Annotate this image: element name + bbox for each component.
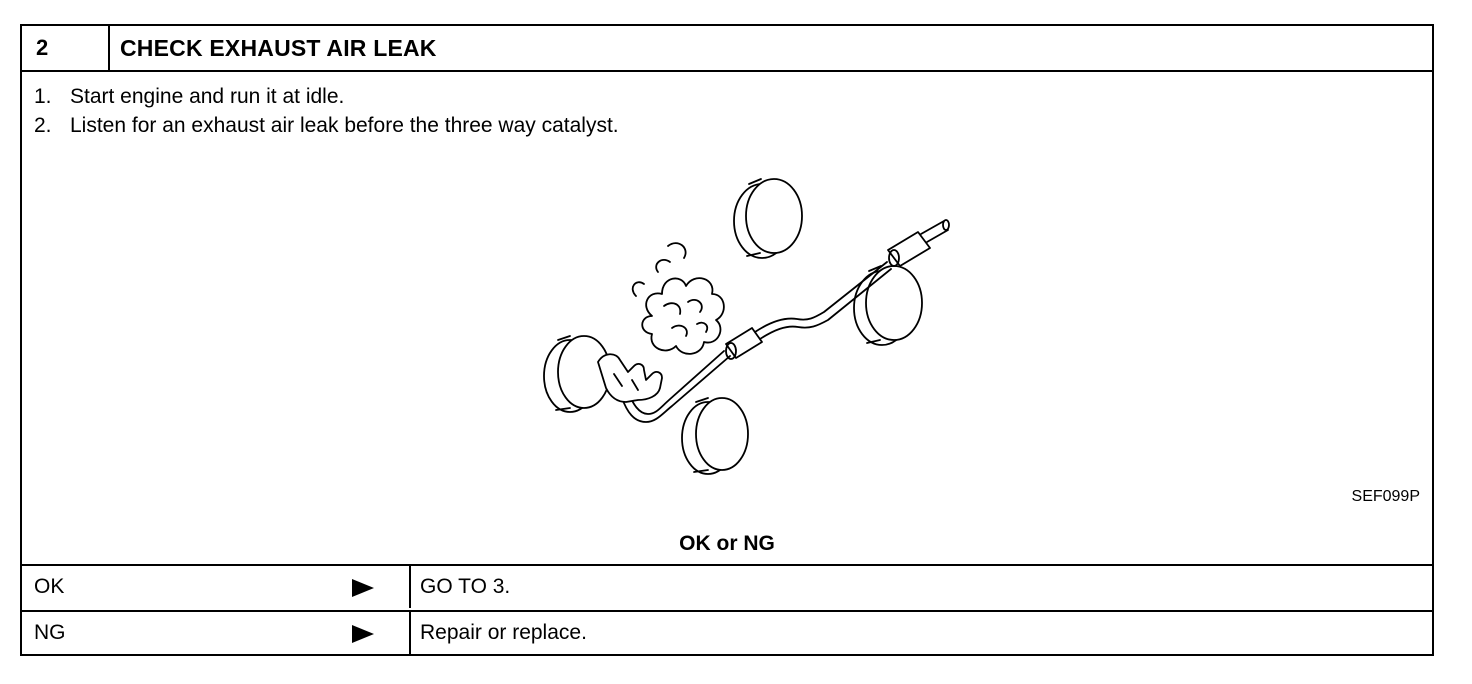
instruction-text: Listen for an exhaust air leak before th… xyxy=(70,114,619,137)
column-divider xyxy=(409,612,411,656)
arrow-right-icon xyxy=(352,625,374,643)
instruction-item: 1. Start engine and run it at idle. xyxy=(34,82,619,111)
figure-code: SEF099P xyxy=(1351,488,1420,505)
instruction-item: 2. Listen for an exhaust air leak before … xyxy=(34,111,619,140)
step-header: 2 CHECK EXHAUST AIR LEAK xyxy=(22,26,1432,72)
column-divider xyxy=(409,566,411,608)
wheel-icon xyxy=(733,178,803,259)
step-title: CHECK EXHAUST AIR LEAK xyxy=(120,35,437,61)
instruction-number: 1. xyxy=(34,85,52,108)
wheel-icon xyxy=(543,335,611,413)
result-label: NG xyxy=(34,621,66,644)
arrow-right-icon xyxy=(352,579,374,597)
wheel-icon xyxy=(681,397,749,475)
exhaust-leak-illustration-icon xyxy=(512,176,972,481)
step-number: 2 xyxy=(22,26,110,70)
result-heading: OK or NG xyxy=(679,532,775,555)
result-label: OK xyxy=(34,575,65,598)
smoke-icon xyxy=(631,242,725,355)
wheel-icon xyxy=(853,265,923,346)
result-row-ok: OK GO TO 3. xyxy=(22,564,1432,608)
result-action: GO TO 3. xyxy=(420,575,511,598)
instruction-text: Start engine and run it at idle. xyxy=(70,85,345,108)
instruction-number: 2. xyxy=(34,114,52,137)
instruction-list: 1. Start engine and run it at idle. 2. Lis… xyxy=(34,82,619,140)
procedure-frame: 2 CHECK EXHAUST AIR LEAK 1. Start engine … xyxy=(20,24,1434,656)
exhaust-manifold-icon xyxy=(597,353,663,403)
result-row-ng: NG Repair or replace. xyxy=(22,610,1432,656)
result-action: Repair or replace. xyxy=(420,621,587,644)
exhaust-pipe-icon xyxy=(621,219,950,423)
